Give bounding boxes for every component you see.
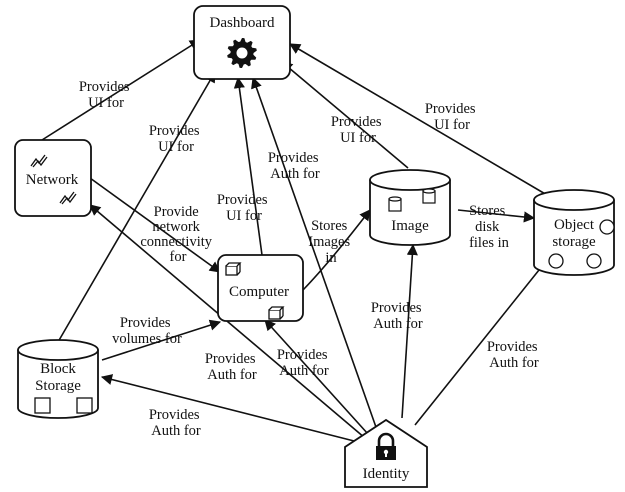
edge-object-storage-dashboard: [289, 43, 548, 196]
label-network-computer: Provide network connectivity for: [140, 204, 215, 265]
identity-label: Identity: [363, 466, 410, 482]
edge-identity-computer: [264, 319, 369, 435]
label-identity-computer: Provides Auth for: [277, 347, 331, 379]
network-label: Network: [26, 172, 79, 188]
label-block-storage-dashboard: Provides UI for: [149, 123, 203, 155]
label-identity-image: Provides Auth for: [371, 300, 425, 332]
edge-computer-image: [302, 209, 371, 291]
edge-image-dashboard: [281, 61, 409, 169]
edge-network-computer: [89, 177, 221, 273]
block-storage-label-line1: Block: [40, 361, 76, 377]
label-identity-block-storage: Provides Auth for: [149, 407, 203, 439]
computer-label: Computer: [229, 284, 289, 300]
label-identity-dashboard: Provides Auth for: [268, 150, 322, 182]
node-image: Image: [369, 169, 451, 246]
edge-block-storage-computer: [101, 319, 222, 361]
lightning-icon: [30, 154, 77, 205]
edge-block-storage-dashboard: [57, 71, 216, 343]
node-network: Network: [14, 139, 92, 217]
box-icon: [225, 262, 285, 320]
node-object-storage: Object storage: [533, 189, 615, 276]
label-identity-network: Provides Auth for: [205, 351, 259, 383]
edge-identity-image: [401, 243, 418, 419]
node-block-storage: Block Storage: [17, 339, 99, 419]
label-computer-image: Stores Images in: [308, 218, 354, 266]
edge-labels: Provides UI for Provides UI for Provides…: [79, 79, 541, 439]
label-image-dashboard: Provides UI for: [331, 114, 385, 146]
node-dashboard: Dashboard: [193, 5, 291, 80]
edges: [41, 39, 548, 443]
object-storage-label-line2: storage: [552, 234, 596, 250]
object-storage-label-line1: Object: [554, 217, 595, 233]
node-identity: Identity: [344, 418, 428, 488]
edge-identity-dashboard: [251, 76, 378, 431]
dashboard-label: Dashboard: [210, 15, 275, 31]
label-identity-object-storage: Provides Auth for: [487, 339, 541, 371]
circle-icon: [548, 219, 615, 269]
label-image-object-storage: Stores disk files in: [469, 203, 510, 251]
node-computer: Computer: [217, 254, 304, 322]
image-label: Image: [391, 218, 429, 234]
edge-computer-dashboard: [233, 76, 263, 256]
gear-icon: [227, 38, 257, 68]
padlock-icon: [376, 432, 396, 460]
label-computer-dashboard: Provides UI for: [217, 192, 271, 224]
edge-network-dashboard: [41, 39, 201, 141]
edge-image-object-storage: [457, 209, 536, 223]
square-icon: [34, 397, 93, 414]
label-object-storage-dashboard: Provides UI for: [425, 101, 479, 133]
disk-icon: [388, 188, 436, 212]
edge-identity-block-storage: [100, 374, 359, 443]
edge-identity-object-storage: [414, 259, 548, 426]
label-network-dashboard: Provides UI for: [79, 79, 133, 111]
block-storage-label-line2: Storage: [35, 378, 81, 394]
label-block-storage-computer: Provides volumes for: [112, 315, 182, 347]
